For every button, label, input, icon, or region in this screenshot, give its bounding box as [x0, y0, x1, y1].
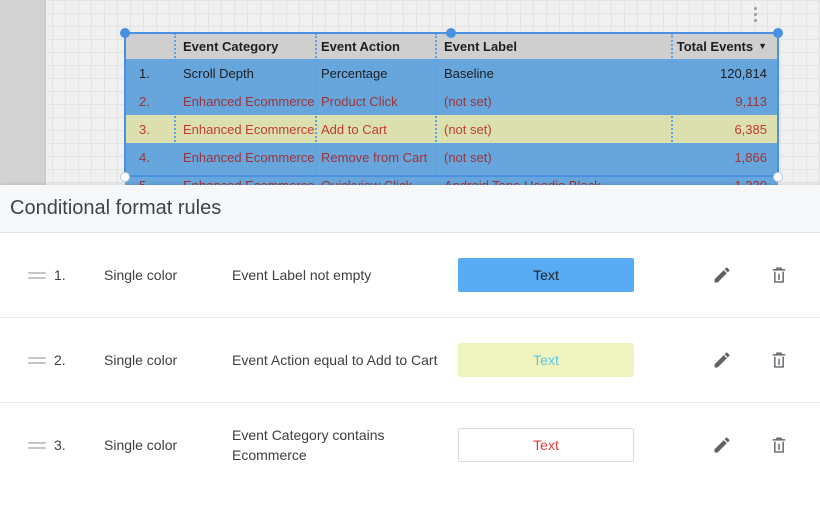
cell-row-number: 3.: [139, 121, 150, 137]
rule-style-preview: Text: [458, 343, 634, 377]
cell-row-number: 4.: [139, 149, 150, 165]
delete-rule-button[interactable]: [767, 263, 791, 287]
cell-row-number: 2.: [139, 93, 150, 109]
header-total-events-text: Total Events: [676, 38, 754, 54]
table-header-row: Event Category Event Action Event Label …: [125, 33, 778, 59]
cell-action: Add to Cart: [321, 121, 387, 137]
rule-condition: Event Category contains Ecommerce: [232, 426, 385, 463]
rule-style-preview-text: Text: [533, 437, 559, 453]
cell-row-number: 1.: [139, 65, 150, 81]
cell-category: Enhanced Ecommerce: [183, 93, 315, 109]
edit-rule-button[interactable]: [710, 348, 734, 372]
pencil-icon: [714, 267, 730, 283]
resize-handle-bottom-left[interactable]: [120, 172, 130, 182]
cell-total: 9,113: [735, 93, 767, 109]
resize-handle-top-left[interactable]: [120, 28, 130, 38]
rule-index: 2.: [54, 352, 66, 368]
resize-handle-top-right[interactable]: [773, 28, 783, 38]
conditional-format-panel: Conditional format rules 1. Single color…: [0, 185, 820, 524]
cell-label: (not set): [444, 93, 492, 109]
edit-rule-button[interactable]: [710, 433, 734, 457]
drag-handle-icon[interactable]: [28, 356, 50, 364]
rule-divider: [0, 317, 820, 318]
cell-label: Baseline: [444, 65, 494, 81]
cell-action: Remove from Cart: [321, 149, 428, 165]
resize-handle-top-center[interactable]: [446, 28, 456, 38]
rule-index: 1.: [54, 267, 66, 283]
sort-desc-icon: ▼: [758, 41, 767, 51]
data-table[interactable]: Event Category Event Action Event Label …: [125, 33, 778, 199]
cell-label: (not set): [444, 121, 492, 137]
drag-handle-icon[interactable]: [28, 441, 50, 449]
delete-rule-button[interactable]: [767, 348, 791, 372]
cell-category: Scroll Depth: [183, 65, 254, 81]
rule-condition: Event Action equal to Add to Cart: [232, 351, 438, 368]
rule-type: Single color: [104, 352, 178, 368]
panel-header: Conditional format rules: [0, 185, 820, 233]
table-row[interactable]: 1. Scroll Depth Percentage Baseline 120,…: [125, 59, 778, 87]
drag-handle-icon[interactable]: [28, 271, 50, 279]
rule-style-preview: Text: [458, 258, 634, 292]
pencil-icon: [714, 352, 730, 368]
format-rule-row: 2. Single color Event Action equal to Ad…: [0, 318, 820, 402]
trash-icon: [772, 267, 786, 283]
header-total-events[interactable]: Total Events ▼: [671, 39, 778, 54]
table-row[interactable]: 3. Enhanced Ecommerce Add to Cart (not s…: [125, 115, 778, 143]
rule-style-preview-text: Text: [533, 267, 559, 283]
kebab-menu-icon[interactable]: [751, 7, 759, 22]
cell-category: Enhanced Ecommerce: [183, 149, 315, 165]
cell-action: Product Click: [321, 93, 398, 109]
header-event-action[interactable]: Event Action: [321, 38, 400, 54]
resize-handle-bottom-right[interactable]: [773, 172, 783, 182]
table-row[interactable]: 2. Enhanced Ecommerce Product Click (not…: [125, 87, 778, 115]
cell-total: 6,385: [734, 121, 767, 137]
rule-style-preview: Text: [458, 428, 634, 462]
trash-icon: [772, 437, 786, 453]
cell-category: Enhanced Ecommerce: [183, 121, 315, 137]
rule-type: Single color: [104, 267, 178, 283]
cell-total: 1,866: [734, 149, 767, 165]
table-row[interactable]: 4. Enhanced Ecommerce Remove from Cart (…: [125, 143, 778, 171]
format-rule-row: 1. Single color Event Label not empty Te…: [0, 233, 820, 317]
rule-style-preview-text: Text: [533, 352, 559, 368]
header-event-category[interactable]: Event Category: [183, 38, 279, 54]
panel-title: Conditional format rules: [10, 197, 222, 219]
trash-icon: [772, 352, 786, 368]
edit-rule-button[interactable]: [710, 263, 734, 287]
cell-label: (not set): [444, 149, 492, 165]
format-rule-row: 3. Single color Event Category contains …: [0, 403, 820, 487]
cell-action: Percentage: [321, 65, 388, 81]
cell-total: 120,814: [720, 65, 767, 81]
rule-divider: [0, 402, 820, 403]
delete-rule-button[interactable]: [767, 433, 791, 457]
header-event-label[interactable]: Event Label: [444, 38, 517, 54]
rule-index: 3.: [54, 437, 66, 453]
pencil-icon: [714, 437, 730, 453]
rule-type: Single color: [104, 437, 178, 453]
rule-condition: Event Label not empty: [232, 266, 372, 283]
